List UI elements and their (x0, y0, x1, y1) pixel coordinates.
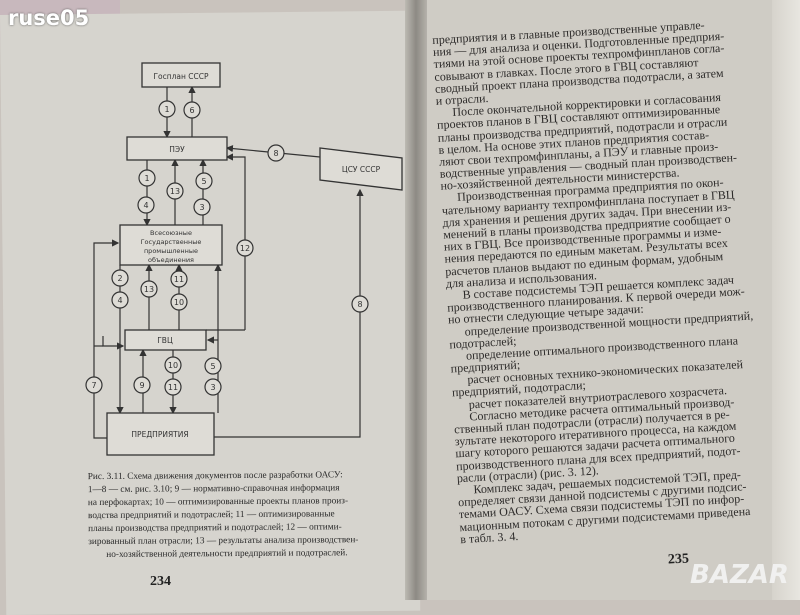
flow-number: 2 (117, 274, 122, 283)
flow-circle (204, 378, 222, 396)
flow-number: 3 (199, 203, 204, 212)
box-label: Всесоюзные (150, 229, 192, 237)
box-gvc (124, 329, 207, 351)
box-label: ЦСУ СССР (342, 165, 381, 174)
flow-number: 7 (91, 381, 96, 390)
box-pred (106, 412, 215, 456)
flow-number: 3 (210, 383, 215, 392)
flow-number: 12 (240, 244, 250, 253)
flow-circle (195, 172, 213, 190)
box-label: Госплан СССР (153, 72, 209, 81)
box-label: объединения (148, 256, 194, 264)
page-edge (772, 0, 800, 600)
figure-caption: Рис. 3.11. Схема движения документов пос… (88, 469, 394, 562)
flow-circle (267, 144, 285, 162)
flow-number: 4 (143, 201, 148, 210)
flow-circle (170, 270, 188, 288)
flow-circle (138, 169, 156, 187)
flow-number: 8 (273, 149, 278, 158)
flow-circle (193, 198, 211, 216)
flow-number: 9 (139, 381, 144, 390)
flow-circle (204, 357, 222, 375)
seller-watermark: ruse05 (8, 6, 90, 30)
flow-number: 11 (174, 275, 184, 284)
flow-circle (85, 376, 103, 394)
flow-circle (111, 269, 129, 287)
box-label: промышленные (144, 247, 198, 255)
page-number-right: 235 (667, 551, 690, 568)
flow-number: 13 (170, 187, 180, 196)
flow-number: 1 (164, 105, 169, 114)
flow-circle (164, 378, 182, 396)
bazar-watermark: BAZAR (690, 560, 789, 590)
body-text: предприятия и в главные производственные… (432, 15, 795, 546)
flow-number: 8 (357, 300, 362, 309)
flow-number: 4 (117, 296, 122, 305)
box-gosplan (141, 62, 221, 88)
flow-circle (111, 291, 129, 309)
flow-number: 5 (201, 177, 206, 186)
right-page (418, 0, 800, 600)
flow-number: 10 (174, 298, 184, 307)
box-label: Государственные (141, 238, 202, 246)
caption-line: но-хозяйственной деятельности предприяти… (106, 548, 348, 560)
flow-circle (158, 100, 176, 118)
page-number-left: 234 (150, 574, 171, 589)
flow-number: 1 (144, 174, 149, 183)
flow-number: 6 (189, 106, 194, 115)
flow-circle (133, 376, 151, 394)
box-peu (126, 136, 228, 161)
flow-circle (183, 101, 201, 119)
box-csu (319, 147, 403, 191)
box-vses (119, 224, 223, 266)
box-label: ПЭУ (169, 145, 185, 154)
box-label: ГВЦ (157, 336, 173, 345)
flow-circle (236, 239, 254, 257)
book-gutter (405, 0, 427, 600)
flow-circle (140, 280, 158, 298)
flow-circle (137, 196, 155, 214)
flow-circle (351, 295, 369, 313)
flow-diagram: Госплан СССР ПЭУ ЦСУ СССР Всесоюзные Гос… (85, 62, 403, 456)
flow-circle (164, 356, 182, 374)
flow-number: 11 (168, 383, 178, 392)
flow-number: 10 (168, 361, 178, 370)
box-label: ПРЕДПРИЯТИЯ (131, 430, 188, 439)
flow-number: 13 (144, 285, 154, 294)
flow-circle (170, 293, 188, 311)
caption-line: на перфокартах; 10 — оптимизированные пр… (87, 496, 349, 509)
flow-circle (166, 182, 184, 200)
flow-number: 5 (210, 362, 215, 371)
